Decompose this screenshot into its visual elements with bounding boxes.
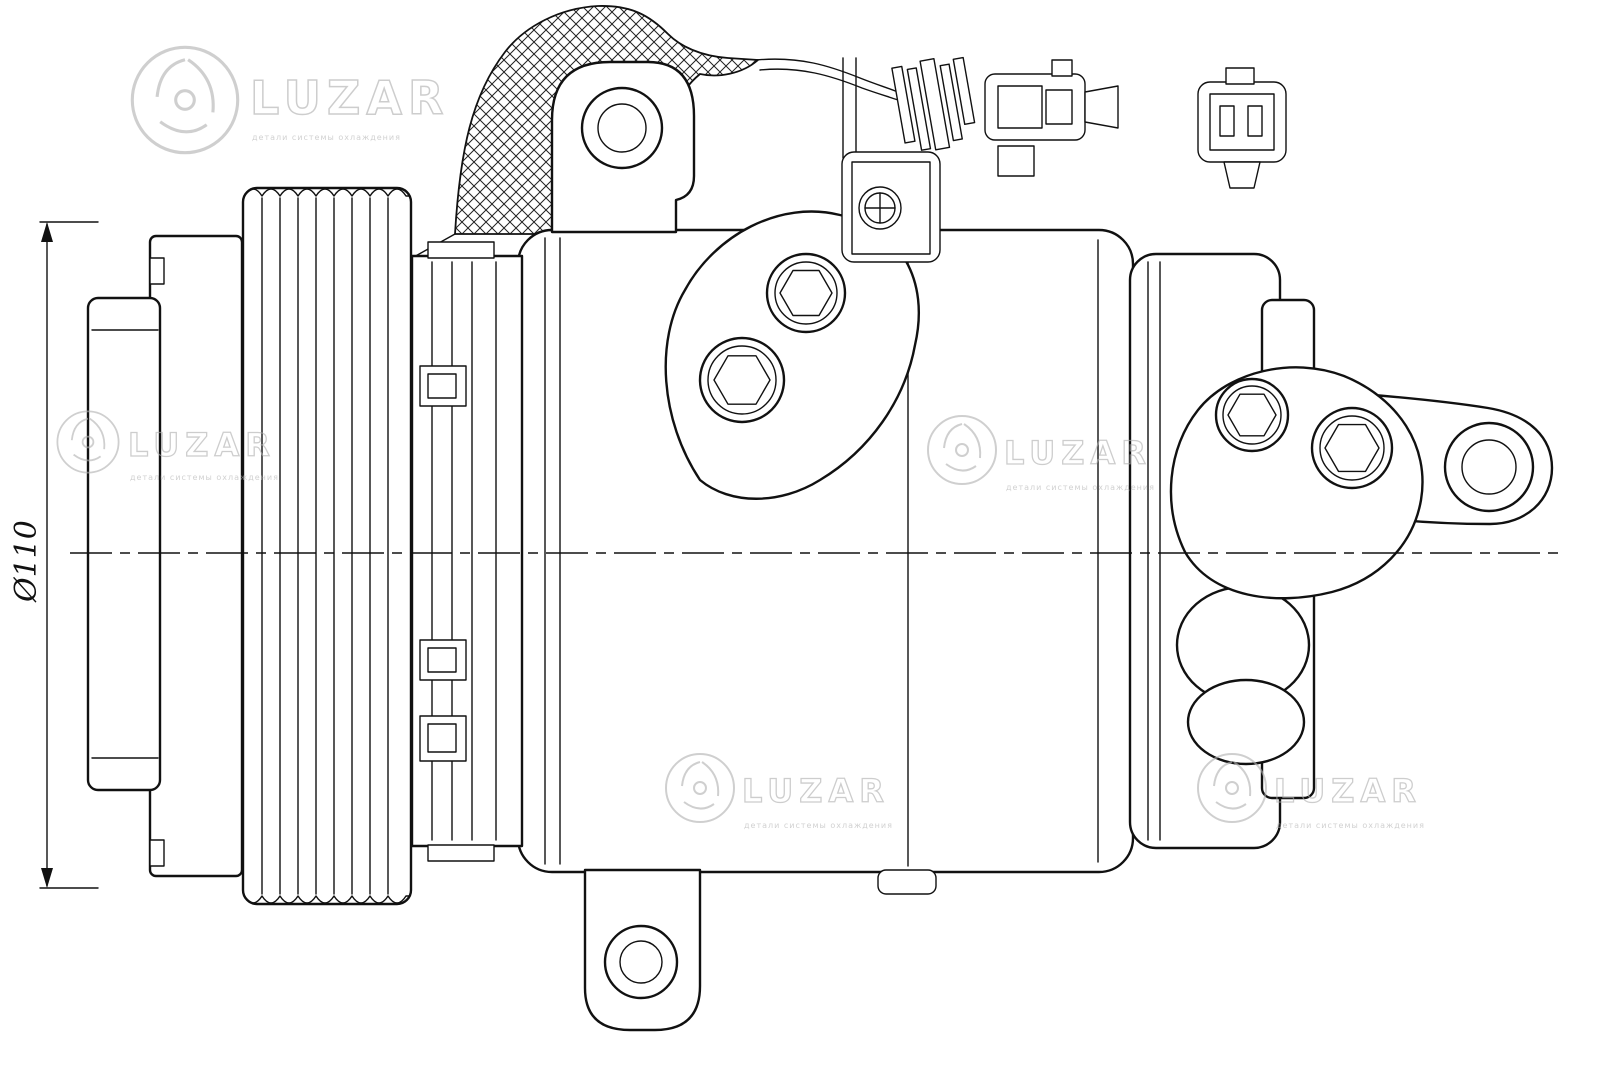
dimension-label: Ø110 (9, 520, 44, 603)
housing-bolt-tab (419, 639, 467, 681)
front-housing (410, 241, 524, 862)
luzar-wordmark: LUZAR (1004, 434, 1152, 472)
connector-plug (984, 59, 1119, 177)
housing-bolt-tab (419, 365, 467, 407)
luzar-tagline: детали системы охлаждения (1006, 483, 1155, 492)
hex-bolt-icon (1324, 423, 1380, 473)
phillips-screw-icon (858, 186, 902, 230)
wiring-harness (755, 56, 1287, 189)
luzar-wordmark: LUZAR (742, 772, 890, 810)
luzar-watermark: LUZAR детали системы охлаждения (1197, 753, 1425, 830)
luzar-tagline: детали системы охлаждения (744, 821, 893, 830)
luzar-wordmark: LUZAR (1274, 772, 1422, 810)
luzar-tagline: детали системы охлаждения (1276, 821, 1425, 830)
luzar-watermark: LUZAR детали системы охлаждения (665, 753, 893, 830)
mounting-ear-top (550, 60, 696, 234)
luzar-wordmark: LUZAR (250, 71, 449, 125)
clutch-assembly (86, 234, 244, 878)
mounting-foot-bottom (583, 868, 702, 1032)
pulley-grooves (241, 186, 413, 906)
dimension-annotation: Ø110 (9, 221, 99, 889)
fitting-boss-rear (1169, 366, 1424, 600)
luzar-watermark: LUZAR детали системы охлаждения (56, 410, 279, 482)
luzar-tagline: детали системы охлаждения (252, 133, 401, 142)
luzar-tagline: детали системы охлаждения (130, 473, 279, 482)
dimension-arrow-up (41, 222, 53, 242)
rear-lower-lobes (1175, 585, 1311, 766)
luzar-logo-icon (130, 45, 240, 155)
dimension-arrow-down (41, 868, 53, 888)
luzar-watermark: LUZAR детали системы охлаждения (927, 415, 1155, 492)
connector-socket (1197, 67, 1287, 189)
hex-bolt-icon (1227, 393, 1277, 437)
hex-bolt-icon (713, 355, 771, 405)
connector-inline (891, 56, 976, 151)
hex-bolt-icon (779, 269, 833, 317)
harness-bracket (841, 57, 941, 263)
luzar-watermark: LUZAR детали системы охлаждения (130, 45, 449, 155)
housing-bolt-tab (419, 715, 467, 762)
luzar-wordmark: LUZAR (128, 426, 276, 464)
